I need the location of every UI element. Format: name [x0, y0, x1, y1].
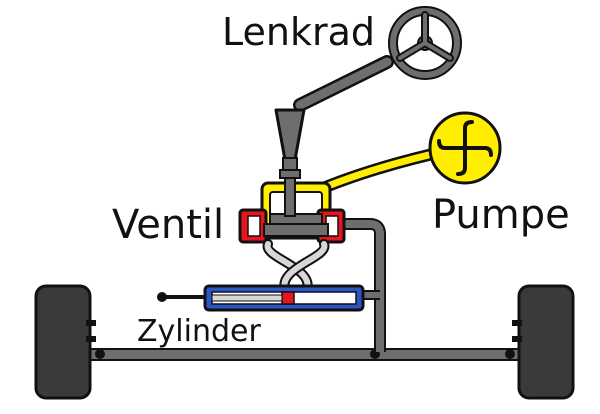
pump-icon	[428, 111, 502, 185]
cylinder	[157, 284, 365, 312]
axle	[89, 348, 521, 361]
steering-wheel-icon	[388, 6, 462, 80]
label-pumpe: Pumpe	[432, 192, 570, 238]
label-zylinder: Zylinder	[137, 314, 261, 349]
right-tire-icon	[512, 284, 575, 400]
label-ventil: Ventil	[112, 202, 225, 248]
steering-column	[293, 55, 394, 112]
valve-input-shaft	[274, 108, 306, 217]
left-tire-icon	[34, 284, 96, 400]
label-lenkrad: Lenkrad	[222, 10, 376, 54]
return-pipe	[330, 218, 386, 352]
